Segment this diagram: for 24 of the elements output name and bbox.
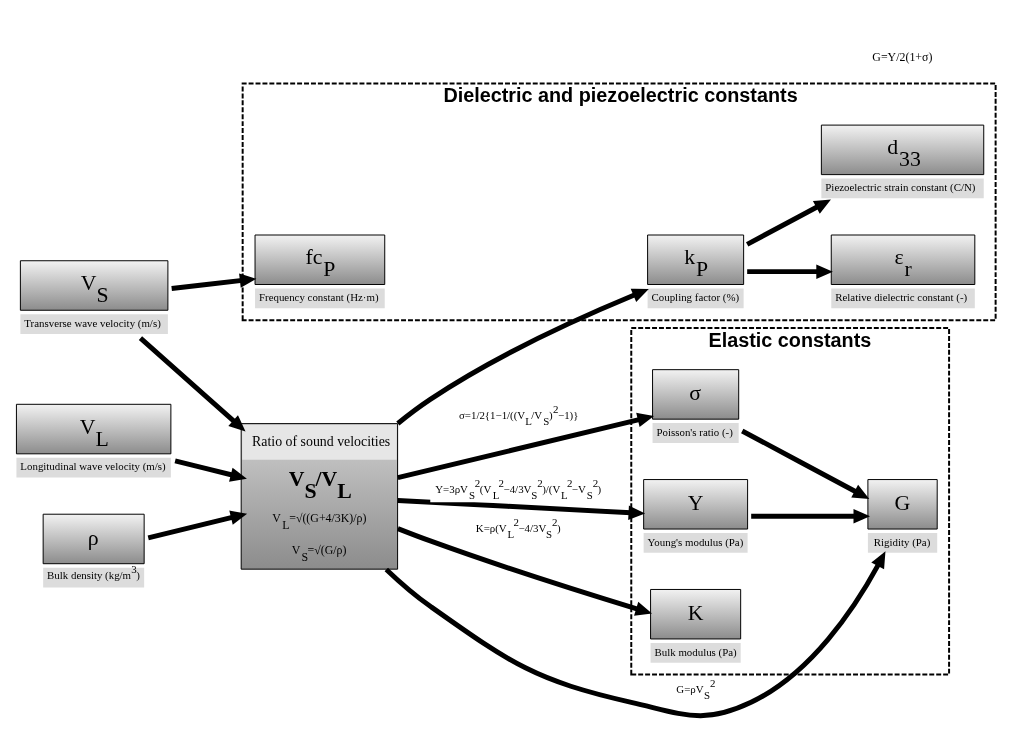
label: G=Y/2(1+σ) <box>872 49 933 64</box>
arrow <box>751 508 871 524</box>
node-label: Piezoelectric strain constant (C/N) <box>825 181 976 194</box>
arrow <box>741 428 870 499</box>
node-label: Poisson's ratio (-) <box>656 425 733 438</box>
arrow <box>747 264 833 279</box>
node-label: Relative dielectric constant (-) <box>835 291 968 304</box>
arrow <box>746 199 831 247</box>
arrow <box>147 510 248 541</box>
node-label: Rigidity (Pa) <box>873 535 931 548</box>
arrow <box>396 288 649 426</box>
arrow <box>384 551 886 719</box>
node-label: Bulk modulus (Pa) <box>654 645 737 658</box>
node-label: Longitudinal wave velocity (m/s) <box>20 460 166 473</box>
node-label: Young's modulus (Pa) <box>647 535 744 548</box>
node-label: Transverse wave velocity (m/s) <box>24 316 161 329</box>
arrow <box>138 336 246 432</box>
arrow <box>397 498 646 520</box>
arrow <box>397 412 654 481</box>
node-label: Coupling factor (%) <box>651 291 740 304</box>
arrow <box>396 526 653 616</box>
arrow <box>171 273 257 291</box>
node-label: Frequency constant (Hz·m) <box>258 291 379 304</box>
arrow <box>174 458 247 482</box>
